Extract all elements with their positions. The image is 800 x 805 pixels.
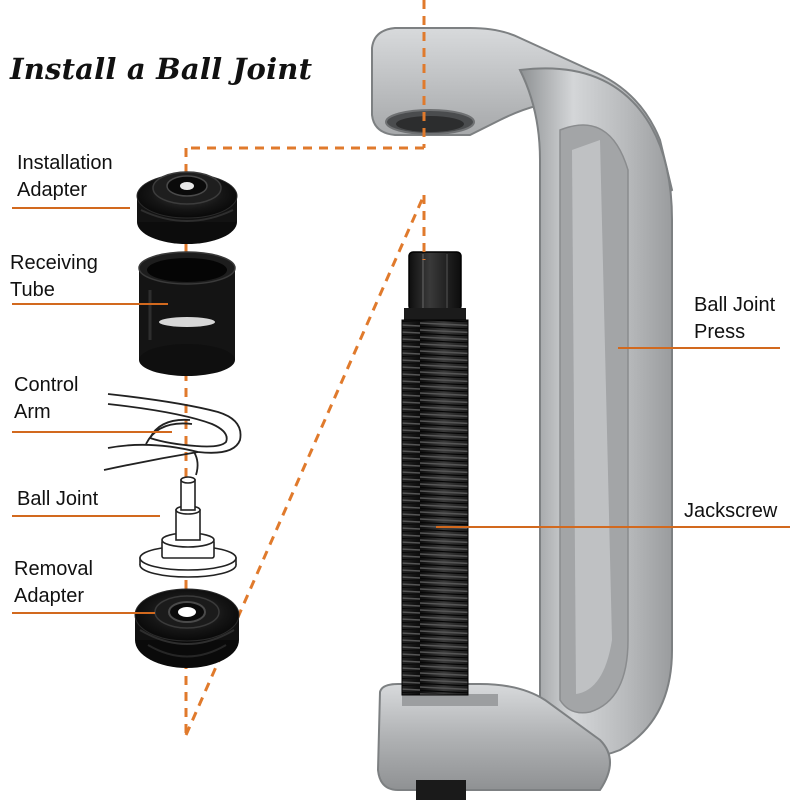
installation-adapter [136,171,238,244]
label-jackscrew: Jackscrew [684,500,778,522]
diagram-title: Install a Ball Joint [10,52,313,86]
label-control-arm: Control Arm [14,374,79,423]
ball-joint-press [371,27,674,800]
removal-adapter [134,588,240,668]
receiving-tube [138,251,236,376]
jackscrew [401,251,469,696]
label-installation-adapter: Installation Adapter [17,152,113,201]
control-arm [103,393,242,476]
label-ball-joint-press: Ball Joint Press [694,294,776,343]
ball-joint [139,476,237,578]
label-receiving-tube: Receiving Tube [10,252,98,301]
leader-lines [12,207,790,614]
label-removal-adapter: Removal Adapter [14,558,93,607]
label-ball-joint: Ball Joint [17,488,99,510]
